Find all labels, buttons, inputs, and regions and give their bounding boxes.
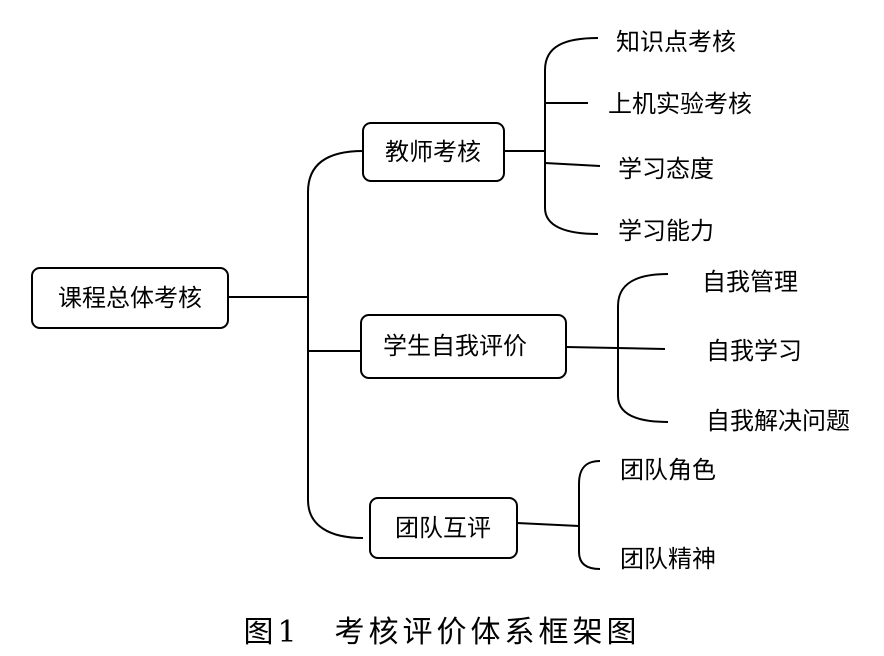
- branch-team-connector: [516, 522, 580, 527]
- branch-self-eval-bracket: [617, 273, 669, 423]
- root-node-label: 课程总体考核: [58, 284, 202, 312]
- branch-node-team-label: 团队互评: [395, 514, 491, 542]
- leaf-lab-assessment: 上机实验考核: [608, 90, 752, 118]
- leaf-self-management: 自我管理: [702, 268, 798, 296]
- branch-node-self-eval-label: 学生自我评价: [383, 332, 527, 360]
- leaf-self-problem-solving: 自我解决问题: [706, 407, 850, 435]
- leaf-learning-attitude: 学习态度: [618, 155, 714, 183]
- branch-node-teacher-label: 教师考核: [385, 138, 481, 166]
- figure-caption: 图1 考核评价体系框架图: [243, 615, 640, 650]
- leaf-team-spirit: 团队精神: [620, 545, 716, 573]
- branch-node-team-box: [369, 497, 518, 559]
- leaf-self-learning: 自我学习: [706, 337, 802, 365]
- branch-self-eval-connector: [565, 346, 666, 350]
- leaf-knowledge-assessment: 知识点考核: [616, 28, 736, 56]
- main-bracket: [307, 150, 364, 539]
- branch-teacher-arm-3: [544, 162, 601, 167]
- branch-team-bracket: [578, 460, 601, 570]
- branch-node-self-eval-box: [360, 314, 567, 379]
- branch-teacher-bracket: [544, 37, 599, 235]
- leaf-learning-ability: 学习能力: [618, 217, 714, 245]
- leaf-team-role: 团队角色: [620, 456, 716, 484]
